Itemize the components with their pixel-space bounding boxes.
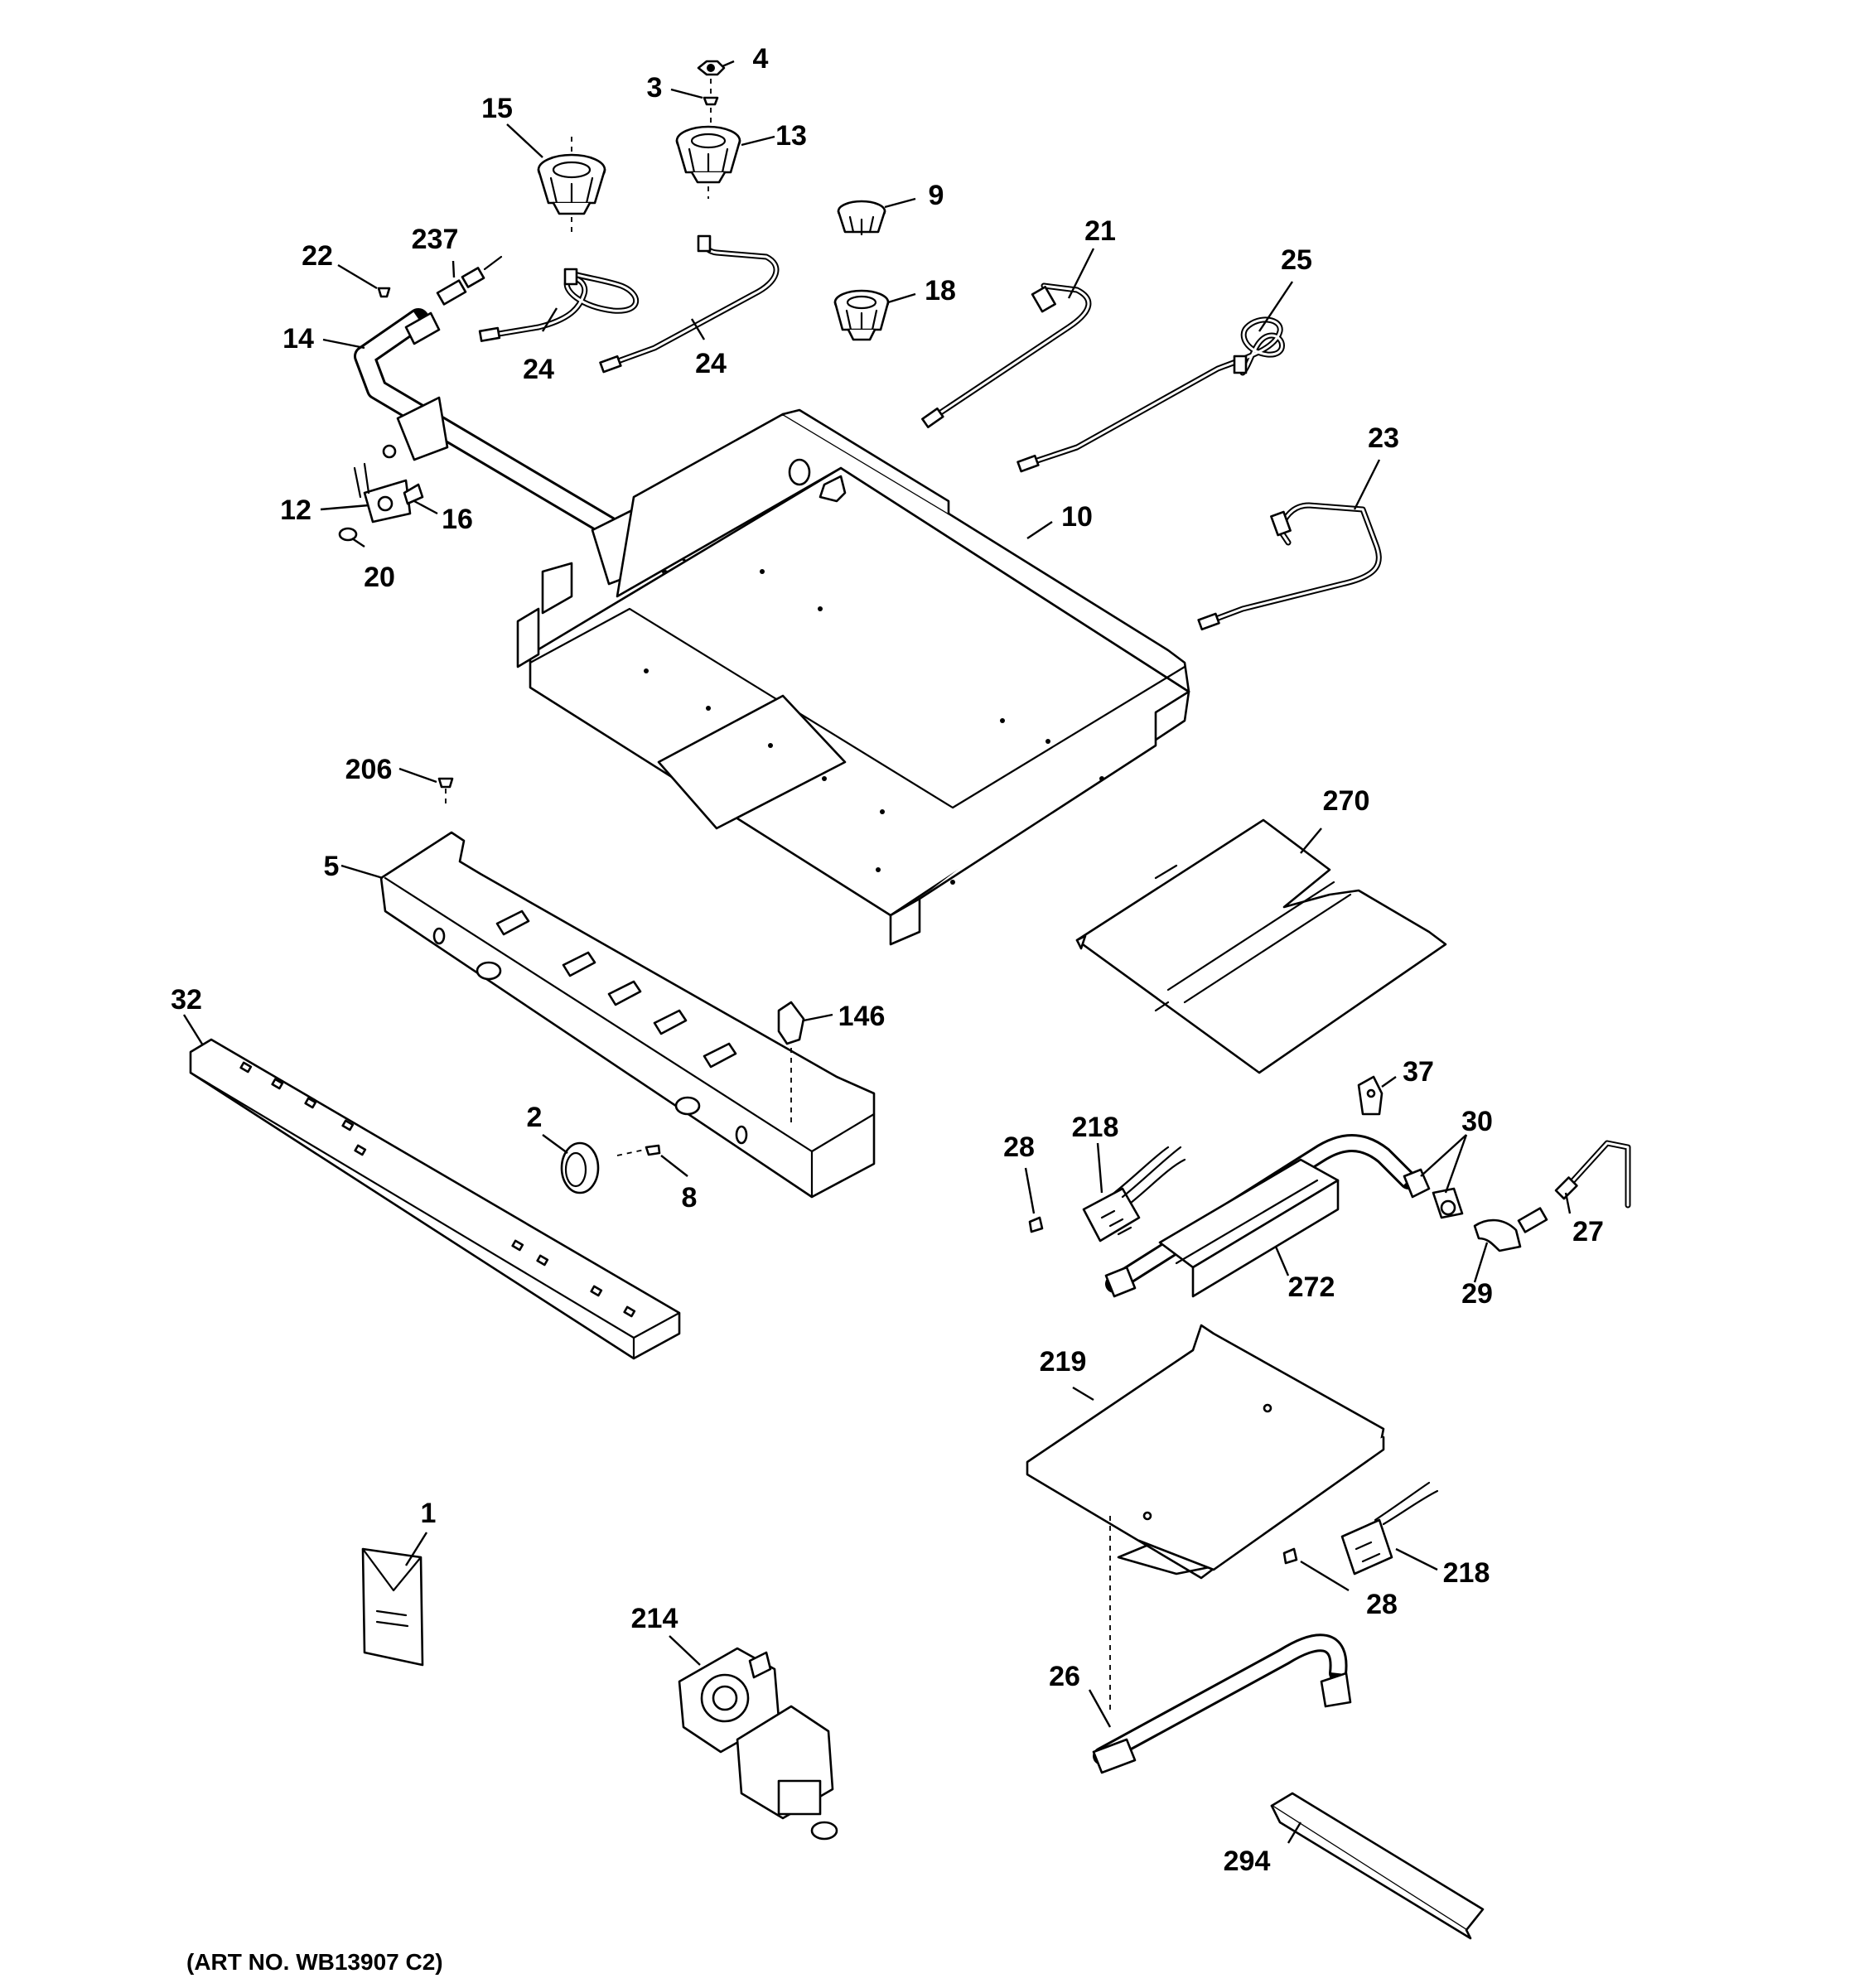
callout-206: 206 — [345, 754, 393, 785]
knob-2 — [560, 1141, 600, 1194]
burner-head-13 — [537, 137, 606, 234]
bake-burner-26 — [1092, 1633, 1352, 1774]
trim-strip-32 — [189, 1038, 681, 1360]
callout-1: 1 — [421, 1498, 437, 1529]
clip-28-upper — [1028, 1216, 1044, 1233]
shield-219 — [1026, 1324, 1385, 1715]
callout-214: 214 — [631, 1603, 678, 1634]
shutter-30 — [1403, 1168, 1464, 1219]
bracket-294 — [1270, 1792, 1485, 1940]
callout-25: 25 — [1281, 244, 1312, 276]
burner-272 — [1158, 1158, 1340, 1298]
callout-218-lower: 218 — [1443, 1557, 1490, 1589]
gas-tube-23 — [478, 268, 639, 342]
callout-28-upper: 28 — [1003, 1132, 1035, 1163]
gas-tube-25 — [1017, 316, 1285, 473]
instruction-packet-1 — [361, 1547, 424, 1667]
gas-tube-22 — [1197, 502, 1382, 631]
valve-bracket-12 — [353, 462, 412, 524]
callout-labels: 4 3 13 15 9 18 21 25 23 10 22 237 14 24 … — [171, 43, 1604, 1877]
callout-24: 24 — [695, 348, 727, 379]
nut-18 — [338, 444, 397, 542]
callout-30: 30 — [1461, 1106, 1493, 1137]
art-number: (ART NO. WB13907 C2) — [186, 1949, 443, 1975]
callout-12: 12 — [280, 495, 311, 526]
callout-146: 146 — [838, 1001, 886, 1032]
callout-28-lower: 28 — [1366, 1589, 1398, 1620]
callout-23: 24 — [523, 354, 554, 385]
callout-22: 23 — [1368, 422, 1399, 454]
gas-valve-214 — [678, 1647, 838, 1841]
callout-219: 219 — [1040, 1346, 1087, 1378]
screw-8 — [616, 1144, 661, 1156]
screw-21 — [377, 287, 391, 298]
callout-29: 29 — [1461, 1278, 1493, 1310]
callout-218-upper: 218 — [1072, 1112, 1119, 1143]
burner-box-9 — [516, 408, 1190, 946]
gas-tube-24 — [599, 234, 780, 374]
callout-9: 10 — [1061, 501, 1093, 533]
orifice-15 — [403, 483, 424, 505]
burner-head-10 — [837, 200, 886, 236]
burner-head-11 — [675, 125, 741, 199]
gas-tube-20 — [921, 282, 1092, 428]
callout-37: 37 — [1403, 1056, 1434, 1088]
clip-28-lower — [1282, 1547, 1298, 1565]
burner-tube — [1104, 1134, 1417, 1298]
igniter-218-lower — [1340, 1481, 1439, 1575]
elbow-29 — [1473, 1207, 1548, 1252]
burner-cap-4 — [697, 60, 726, 76]
fitting-237 — [436, 255, 503, 306]
callout-14: 14 — [282, 323, 314, 355]
callout-8: 8 — [682, 1182, 698, 1214]
gas-tube-27 — [1554, 1140, 1631, 1209]
callout-11: 13 — [775, 120, 807, 152]
callout-18: 20 — [364, 562, 395, 593]
screw-3 — [703, 79, 719, 124]
callout-4: 4 — [753, 43, 769, 75]
screw-206 — [437, 777, 454, 808]
callout-270: 270 — [1323, 785, 1370, 817]
callout-10: 9 — [929, 180, 944, 211]
callout-32: 32 — [171, 984, 202, 1016]
clip-146 — [777, 1001, 805, 1122]
electrode-37 — [1357, 1075, 1384, 1116]
callout-294: 294 — [1224, 1846, 1271, 1877]
leader-lines — [182, 60, 1572, 1844]
callout-20: 21 — [1084, 215, 1116, 247]
callout-16: 18 — [925, 275, 956, 306]
callout-21: 22 — [302, 240, 333, 272]
burner-head-16 — [833, 289, 890, 341]
callout-237: 237 — [412, 224, 459, 255]
callout-2: 2 — [527, 1102, 543, 1133]
heat-shield-270 — [1075, 818, 1447, 1074]
callout-27: 27 — [1572, 1216, 1604, 1247]
igniter-218-upper — [1082, 1146, 1186, 1242]
callout-272: 272 — [1288, 1271, 1335, 1303]
callout-5: 5 — [324, 851, 340, 882]
manifold-panel-5 — [379, 831, 876, 1199]
callout-26: 26 — [1049, 1661, 1080, 1692]
callout-15: 16 — [442, 504, 473, 535]
callout-3: 3 — [647, 72, 663, 104]
callout-13: 15 — [481, 93, 513, 124]
